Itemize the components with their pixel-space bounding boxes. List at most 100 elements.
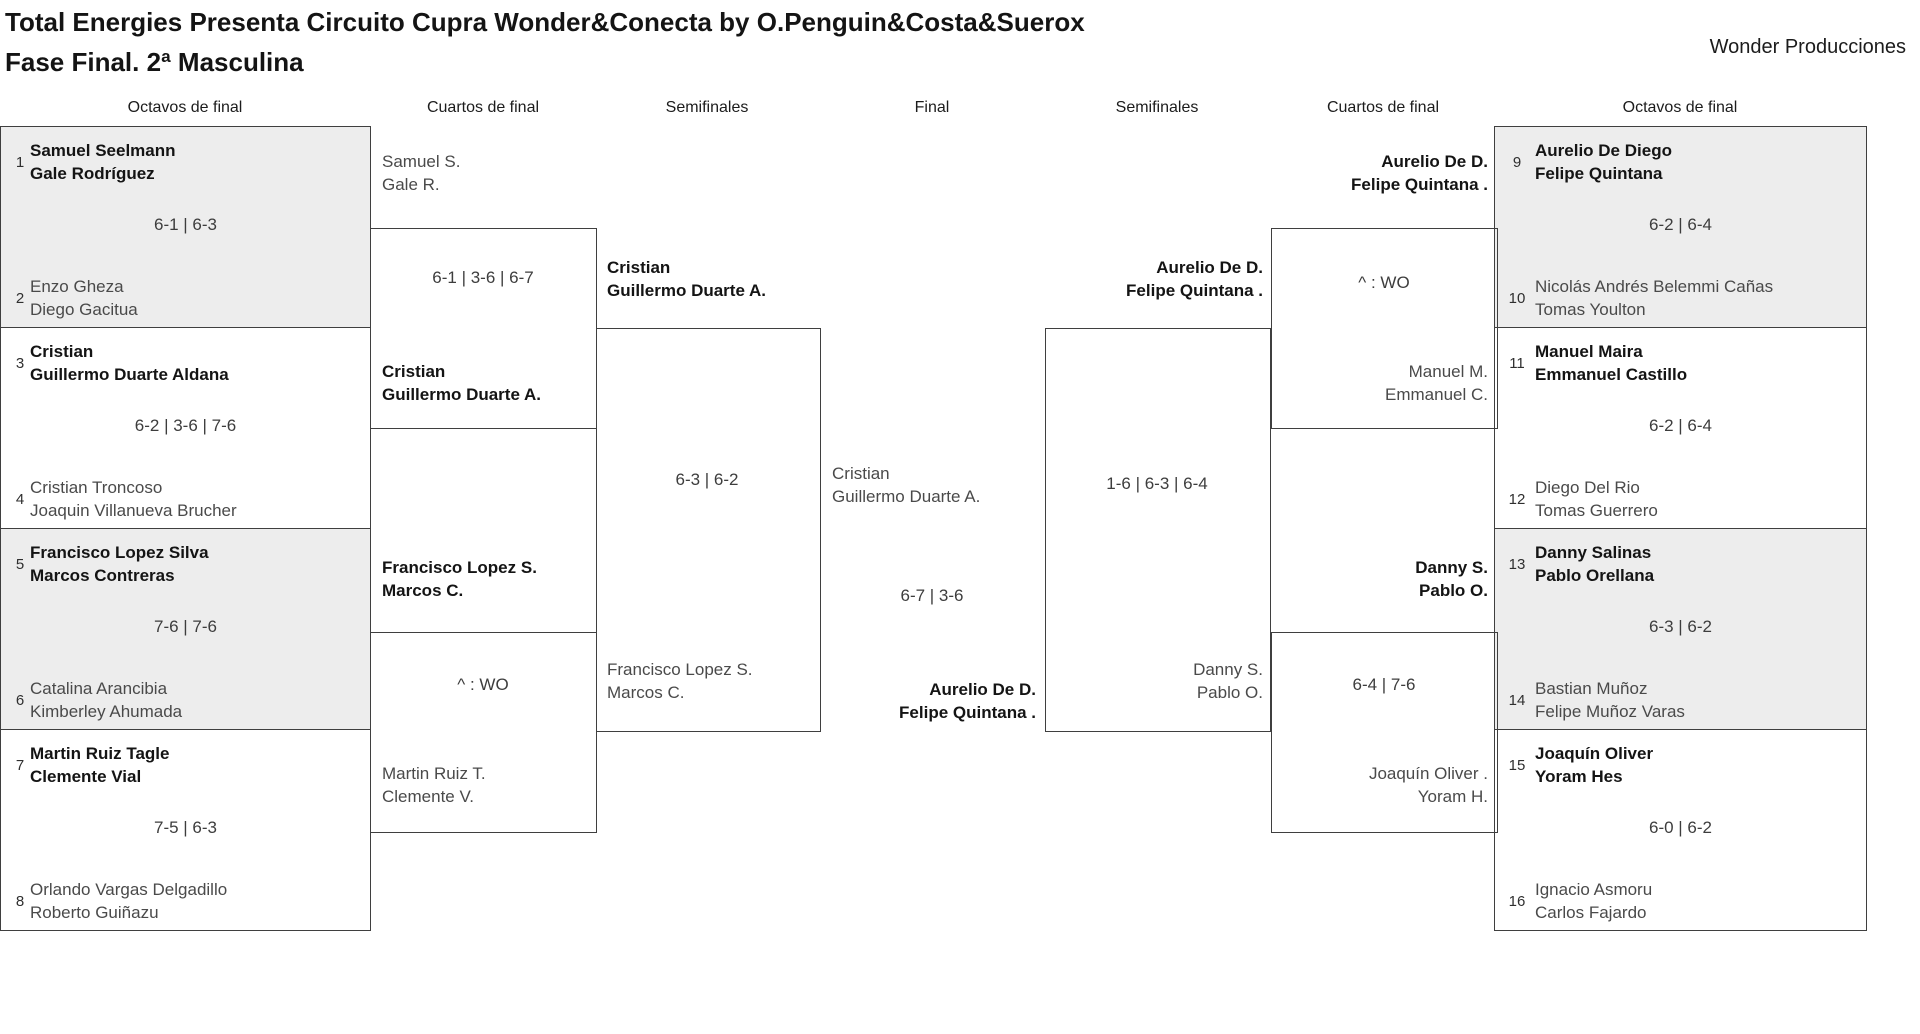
team-line: Pablo O.: [1196, 683, 1263, 702]
team-line: Danny Salinas: [1535, 543, 1652, 562]
team-line: Kimberley Ahumada: [30, 702, 183, 721]
team-line: Marcos Contreras: [30, 566, 175, 585]
round-header-cuartos-left: Cuartos de final: [426, 99, 540, 116]
team-line: Felipe Quintana: [1535, 164, 1663, 183]
team-names: Nicolás Andrés Belemmi Cañas Tomas Yoult…: [1535, 275, 1773, 321]
page-title: Total Energies Presenta Circuito Cupra W…: [5, 2, 1085, 82]
brand-label: Wonder Producciones: [1709, 36, 1906, 58]
team-line: Martin Ruiz T.: [382, 764, 486, 783]
team-line: Aurelio De D.: [929, 680, 1036, 699]
team-line: Cristian: [30, 342, 94, 361]
seed-number: 1: [15, 154, 25, 171]
seed-number: 10: [1508, 290, 1526, 307]
match-box-quarterfinal-right-1: [1271, 228, 1498, 429]
team-names: Francisco Lopez Silva Marcos Contreras: [30, 541, 209, 587]
team-line: Gale Rodríguez: [30, 164, 155, 183]
seed-number: 2: [15, 290, 25, 307]
qf-right-1-bottom-team: Manuel M. Emmanuel C.: [1385, 360, 1488, 406]
seed-number: 8: [15, 893, 25, 910]
team-line: Pablo Orellana: [1535, 566, 1655, 585]
team-line: Manuel Maira: [1535, 342, 1643, 361]
round-header-cuartos-right: Cuartos de final: [1326, 99, 1440, 116]
sf-right-top-team: Aurelio De D. Felipe Quintana .: [1126, 256, 1263, 302]
match-score: 7-5 | 6-3: [153, 818, 217, 837]
team-line: Tomas Youlton: [1535, 300, 1646, 319]
team-line: Marcos C.: [382, 581, 464, 600]
team-names: Orlando Vargas Delgadillo Roberto Guiñaz…: [30, 878, 227, 924]
seed-number: 11: [1509, 355, 1525, 372]
seed-number: 15: [1508, 757, 1526, 774]
match-score: 6-2 | 6-4: [1648, 416, 1712, 435]
match-box-octavos-9: 9 Aurelio De Diego Felipe Quintana 6-2 |…: [1494, 126, 1867, 328]
team-line: Aurelio De D.: [1156, 258, 1263, 277]
match-box-octavos-4: 7 Martin Ruiz Tagle Clemente Vial 7-5 | …: [0, 729, 371, 931]
qf-left-1-score: 6-1 | 3-6 | 6-7: [432, 268, 534, 287]
team-line: Cristian Troncoso: [30, 478, 163, 497]
team-line: Enzo Gheza: [30, 277, 124, 296]
team-line: Francisco Lopez S.: [607, 660, 753, 679]
team-line: Guillermo Duarte A.: [382, 385, 542, 404]
match-box-semifinal-right: [1045, 328, 1271, 732]
team-line: Diego Gacitua: [30, 300, 138, 319]
team-line: Martin Ruiz Tagle: [30, 744, 170, 763]
team-line: Carlos Fajardo: [1535, 903, 1647, 922]
team-line: Cristian: [607, 258, 671, 277]
team-line: Diego Del Rio: [1535, 478, 1640, 497]
team-names: Cristian Guillermo Duarte Aldana: [30, 340, 229, 386]
round-header-semis-right: Semifinales: [1115, 99, 1199, 116]
qf-left-2-top-team: Francisco Lopez S. Marcos C.: [382, 556, 537, 602]
team-line: Felipe Quintana .: [1351, 175, 1488, 194]
match-box-octavos-13: 13 Danny Salinas Pablo Orellana 6-3 | 6-…: [1494, 528, 1867, 730]
match-box-octavos-3: 5 Francisco Lopez Silva Marcos Contreras…: [0, 528, 371, 730]
team-names: Ignacio Asmoru Carlos Fajardo: [1535, 878, 1652, 924]
team-line: Samuel Seelmann: [30, 141, 176, 160]
team-names: Enzo Gheza Diego Gacitua: [30, 275, 138, 321]
match-box-octavos-15: 15 Joaquín Oliver Yoram Hes 6-0 | 6-2 16…: [1494, 729, 1867, 931]
match-box-semifinal-left: [596, 328, 821, 732]
match-box-quarterfinal-right-2: [1271, 632, 1498, 833]
match-score: 6-2 | 6-4: [1648, 215, 1712, 234]
team-line: Felipe Muñoz Varas: [1535, 702, 1685, 721]
team-line: Aurelio De Diego: [1535, 141, 1672, 160]
team-line: Catalina Arancibia: [30, 679, 168, 698]
seed-number: 3: [15, 355, 25, 372]
seed-number: 7: [15, 757, 25, 774]
match-box-octavos-11: 11 Manuel Maira Emmanuel Castillo 6-2 | …: [1494, 327, 1867, 529]
team-line: Orlando Vargas Delgadillo: [30, 880, 228, 899]
team-line: Clemente V.: [382, 787, 474, 806]
match-score: 6-3 | 6-2: [1648, 617, 1712, 636]
team-line: Felipe Quintana .: [1126, 281, 1263, 300]
team-line: Emmanuel Castillo: [1535, 365, 1688, 384]
team-names: Aurelio De Diego Felipe Quintana: [1535, 139, 1672, 185]
team-line: Tomas Guerrero: [1535, 501, 1658, 520]
match-score: 6-2 | 3-6 | 7-6: [134, 416, 237, 435]
sf-left-bottom-team: Francisco Lopez S. Marcos C.: [607, 658, 753, 704]
team-line: Bastian Muñoz: [1535, 679, 1648, 698]
team-line: Guillermo Duarte A.: [607, 281, 767, 300]
team-line: Francisco Lopez Silva: [30, 543, 209, 562]
qf-right-1-top-team: Aurelio De D. Felipe Quintana .: [1351, 150, 1488, 196]
team-line: Joaquín Oliver: [1535, 744, 1654, 763]
seed-number: 13: [1508, 556, 1526, 573]
final-bottom-team: Aurelio De D. Felipe Quintana .: [899, 678, 1036, 724]
round-header-final: Final: [914, 99, 950, 116]
round-header-octavos-left: Octavos de final: [127, 99, 243, 116]
team-line: Pablo O.: [1419, 581, 1488, 600]
team-names: Joaquín Oliver Yoram Hes: [1535, 742, 1653, 788]
match-score: 6-1 | 6-3: [153, 215, 217, 234]
team-line: Emmanuel C.: [1385, 385, 1488, 404]
seed-number: 6: [15, 692, 25, 709]
qf-right-2-score: 6-4 | 7-6: [1352, 675, 1416, 694]
seed-number: 16: [1508, 893, 1526, 910]
team-names: Bastian Muñoz Felipe Muñoz Varas: [1535, 677, 1685, 723]
team-names: Manuel Maira Emmanuel Castillo: [1535, 340, 1687, 386]
team-names: Samuel Seelmann Gale Rodríguez: [30, 139, 176, 185]
sf-left-score: 6-3 | 6-2: [675, 470, 739, 489]
match-score: 7-6 | 7-6: [153, 617, 217, 636]
team-line: Ignacio Asmoru: [1535, 880, 1653, 899]
team-line: Danny S.: [1193, 660, 1263, 679]
team-line: Felipe Quintana .: [899, 703, 1036, 722]
qf-left-1-bottom-team: Cristian Guillermo Duarte A.: [382, 360, 541, 406]
qf-right-1-score: ^ : WO: [1358, 273, 1410, 292]
